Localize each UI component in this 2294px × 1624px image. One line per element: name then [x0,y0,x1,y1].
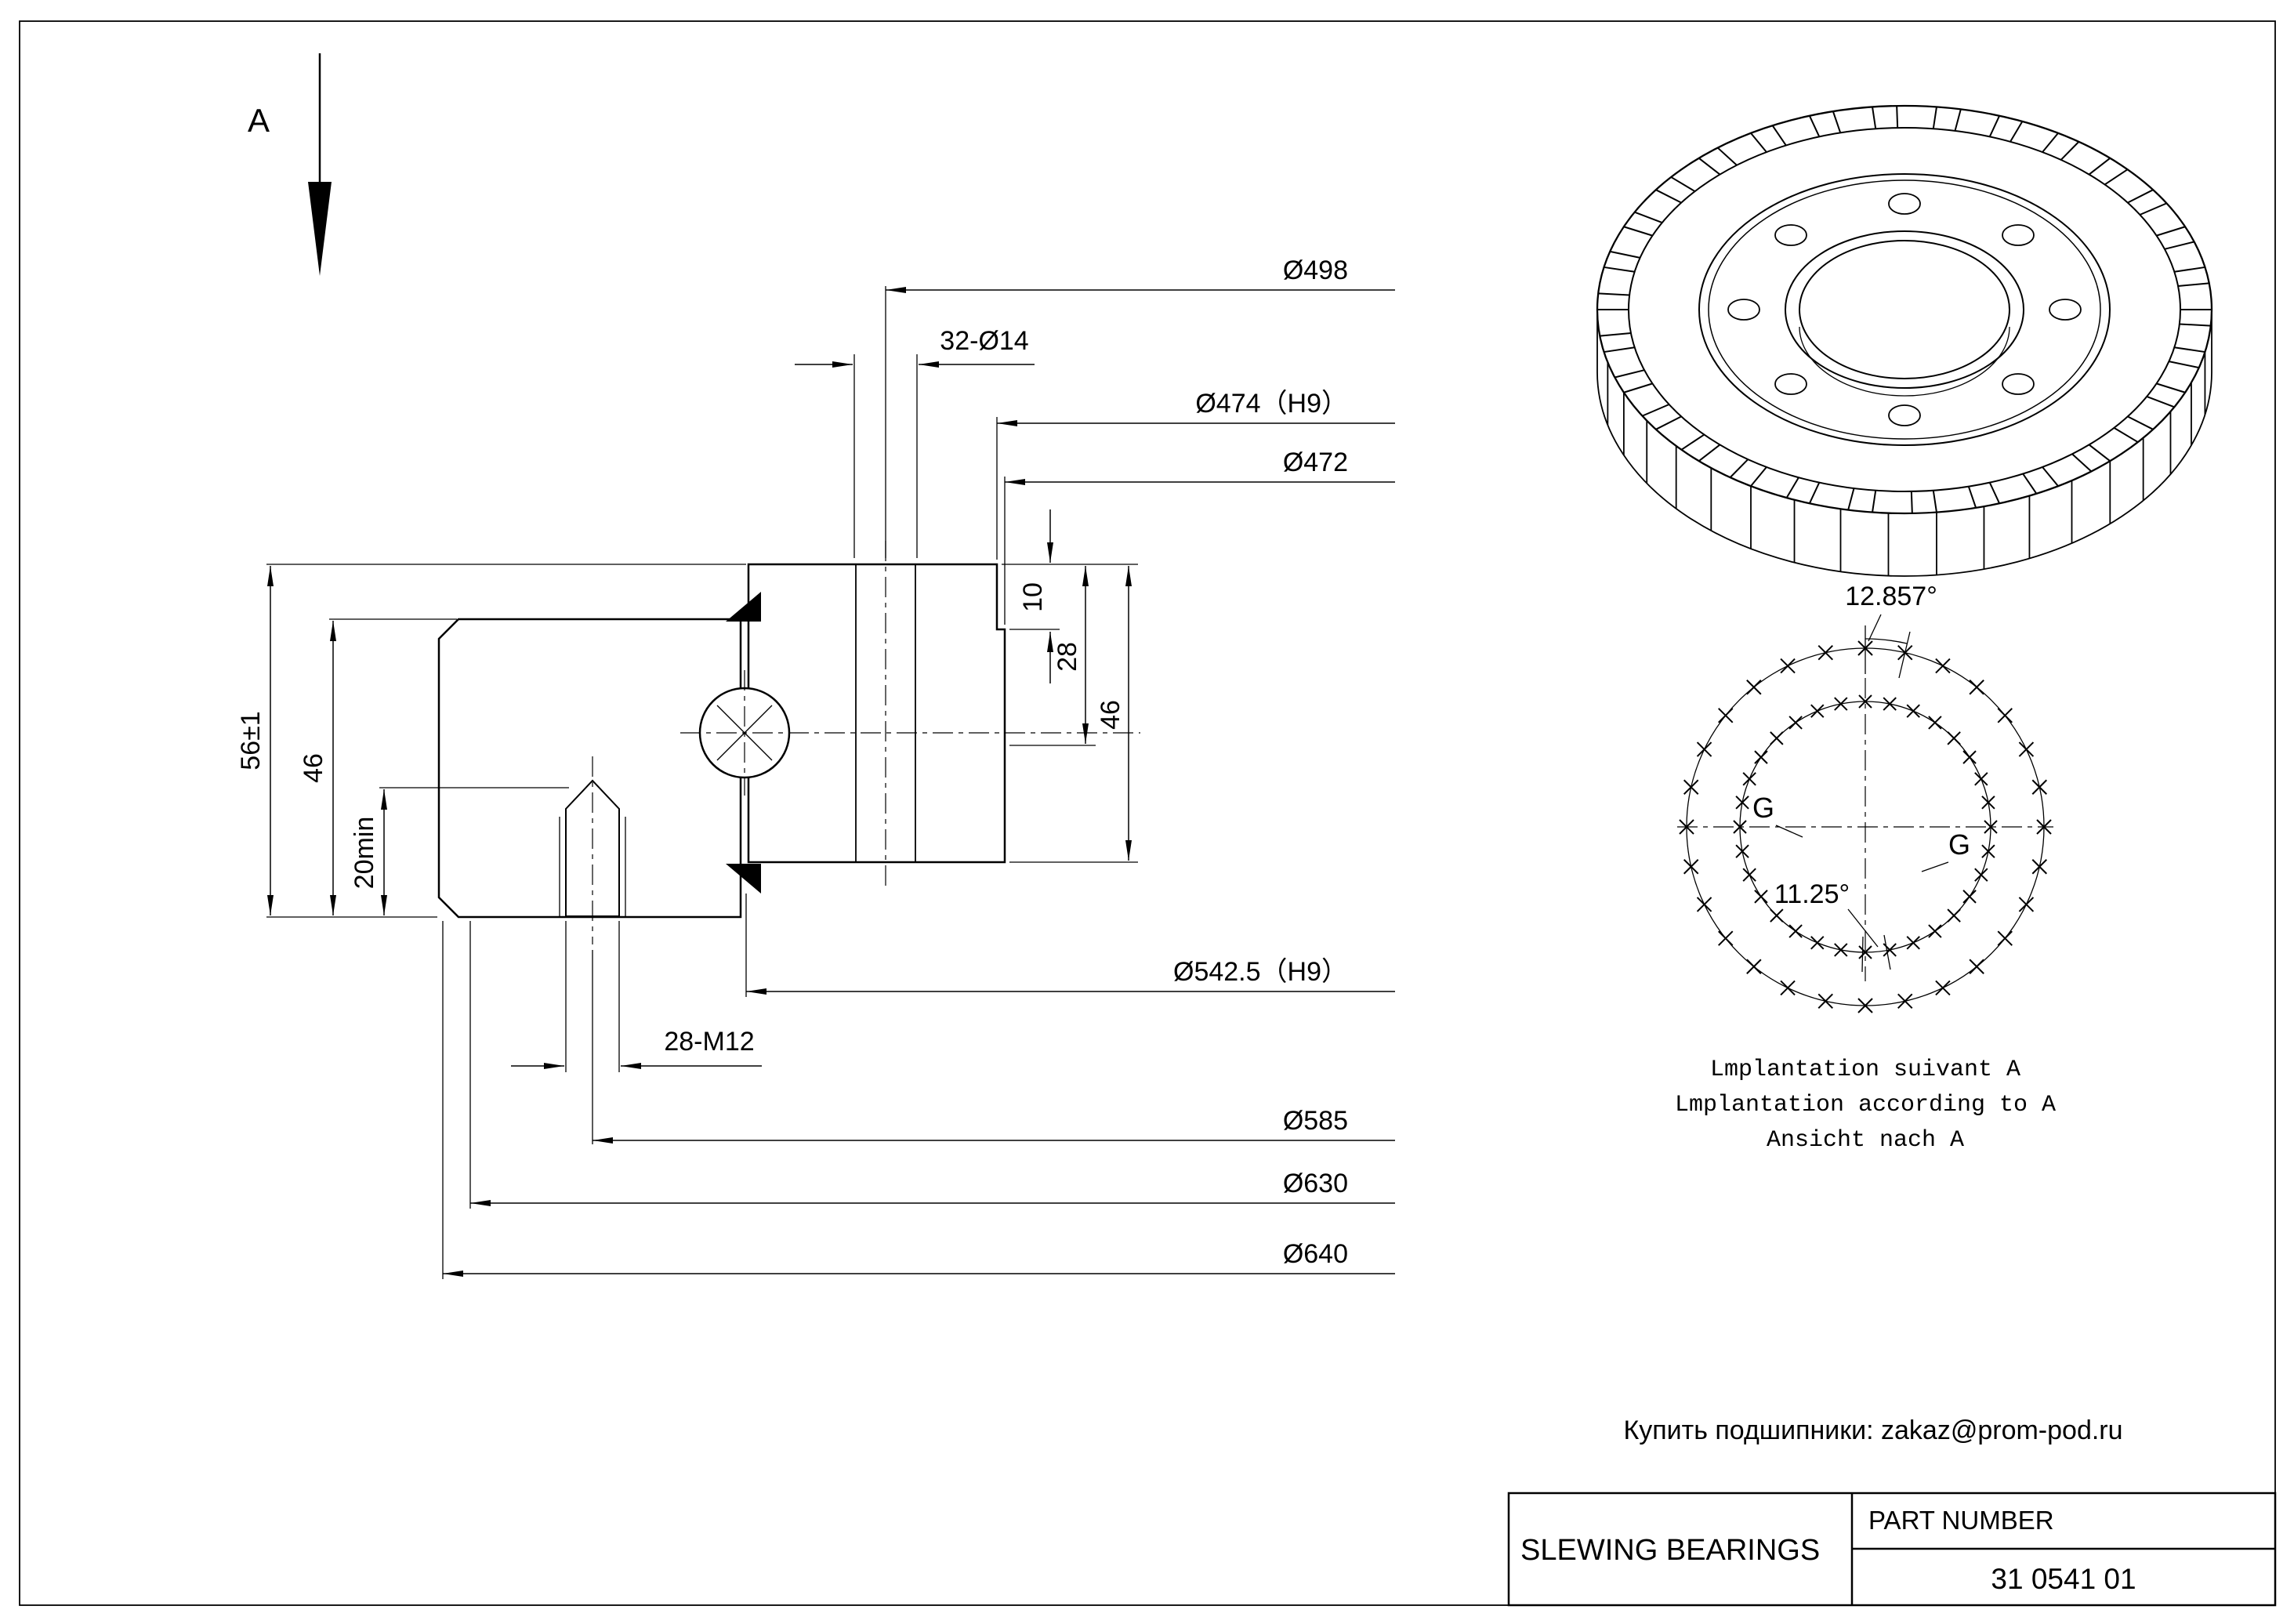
footer-note: Купить подшипники: zakaz@prom-pod.ru [1623,1416,2122,1445]
dim-label-640: Ø640 [1283,1239,1348,1269]
dim-label-20min: 20min [350,817,379,890]
dim-label-585: Ø585 [1283,1106,1348,1136]
gear-bolt-holes [1727,193,2082,426]
gear-bore-outer [1785,230,2024,389]
dim-585: Ø585 [592,950,1395,1144]
dim-label-630: Ø630 [1283,1169,1348,1198]
gear-flange-inner [1708,179,2101,440]
dim-label-472: Ø472 [1283,448,1348,477]
inner-ring-section [747,563,1006,864]
dim-56: 56±1 [236,564,746,918]
dim-label-46-inner: 46 [1096,700,1125,730]
bolt-pattern-diagram: 12.857° 11.25° G G Lmplantation suivant … [1675,582,2056,1154]
gear-side-teeth [1607,352,2206,576]
caption-english: Lmplantation according to A [1675,1092,2056,1118]
dim-32-o14: 32-Ø14 [795,326,1035,558]
view-arrow-head [308,182,332,276]
gear-top-face [1596,104,2213,515]
angle-label-outer: 12.857° [1845,582,1937,611]
dim-label-474: Ø474（H9） [1195,389,1348,419]
gear-bore-inner [1799,240,2010,379]
view-arrow-a: A [248,53,332,276]
gear-teeth [1597,106,2212,513]
dim-640: Ø640 [442,921,1395,1279]
dim-label-56: 56±1 [236,711,266,770]
dim-28: 28 [1053,566,1089,744]
gear-bore-depth-arc [1799,326,2010,397]
angle-callout-outer: 12.857° [1845,582,1937,679]
dim-472: Ø472 [1004,448,1395,625]
product-name: SLEWING BEARINGS [1520,1534,1820,1567]
dim-28-m12: 28-M12 [511,921,762,1072]
seal-top [726,592,761,622]
part-number-label: PART NUMBER [1868,1506,2054,1535]
pattern-captions: Lmplantation suivant A Lmplantation acco… [1675,1057,2056,1154]
gear-isometric [1596,104,2213,577]
bolt-marks-outer [1679,640,2052,1013]
dim-46-inner: 46 [1096,566,1132,861]
caption-french: Lmplantation suivant A [1710,1057,2020,1083]
dim-label-46-outer: 46 [299,753,328,783]
dim-498: Ø498 [885,256,1395,558]
dim-20min: 20min [350,787,569,915]
gear-tip-ellipse [1596,104,2213,515]
dimensions: Ø498 32-Ø14 Ø474（H9） Ø472 Ø542.5（H9） [236,256,1395,1279]
title-block: SLEWING BEARINGS PART NUMBER 31 0541 01 [1507,1492,2277,1607]
angle-label-inner: 11.25° [1774,879,1850,909]
gear-flange-outer [1698,173,2111,446]
row-label-g-right: G [1948,828,1970,861]
dim-10: 10 [1018,509,1053,683]
dim-label-28-m12: 28-M12 [664,1027,754,1057]
dim-label-28: 28 [1053,642,1082,672]
dim-label-10: 10 [1018,582,1048,612]
row-label-g-left: G [1752,792,1774,824]
section-view [437,541,1140,944]
row-labels: G G [1752,792,1970,872]
dim-542: Ø542.5（H9） [745,894,1395,997]
dim-label-32-o14: 32-Ø14 [940,326,1028,356]
angle-callout-inner: 11.25° [1774,879,1891,973]
part-number-value: 31 0541 01 [1991,1563,2136,1595]
dim-label-542: Ø542.5（H9） [1173,957,1348,987]
caption-german: Ansicht nach A [1767,1127,1964,1154]
seal-bottom [726,864,761,894]
right-extensions [1002,564,1138,863]
dim-474: Ø474（H9） [996,389,1395,560]
bolt-marks-inner [1733,694,1998,959]
dim-label-498: Ø498 [1283,256,1348,285]
dim-46-outer: 46 [299,618,457,915]
view-arrow-label: A [248,102,270,139]
page-frame [19,20,2276,1606]
dim-630: Ø630 [469,921,1395,1209]
